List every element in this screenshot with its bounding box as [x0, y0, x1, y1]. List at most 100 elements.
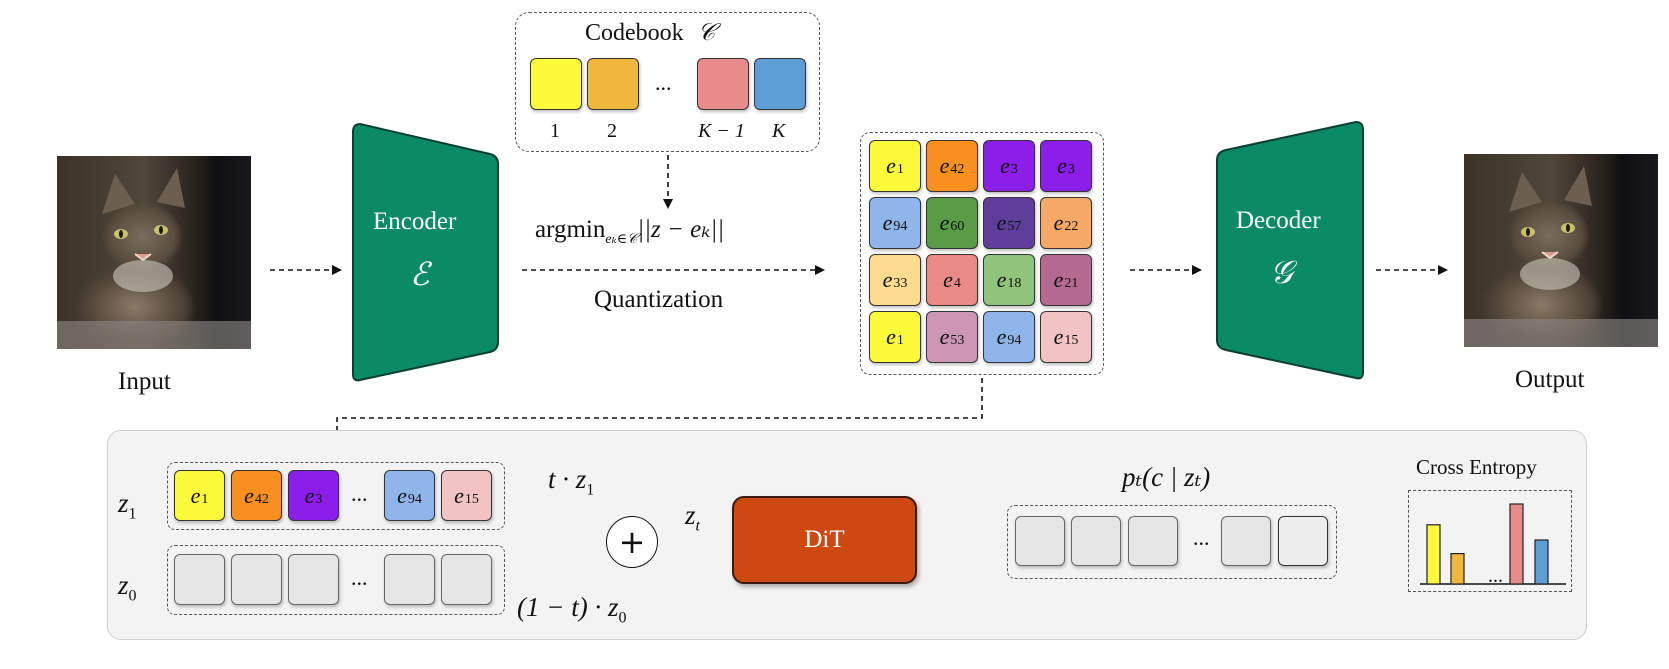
- codebook-index-1: 1: [550, 120, 560, 142]
- token-index: 1: [896, 333, 904, 348]
- ce-bar: [1450, 552, 1465, 585]
- token-index: 42: [950, 162, 965, 177]
- prob-token: [1221, 516, 1271, 566]
- input-image: [57, 156, 251, 349]
- token-index: 15: [1064, 333, 1079, 348]
- z0-sequence-panel: [167, 545, 505, 615]
- t-times-z1-label: t · z1: [548, 464, 594, 499]
- zt-letter: z: [685, 500, 696, 530]
- one-minus-t-times-z0-label: (1 − t) · z0: [517, 592, 626, 627]
- z1-ellipsis: ...: [351, 481, 368, 506]
- token-index: 60: [950, 219, 965, 234]
- plus-operator-icon: +: [606, 516, 658, 568]
- z0-token: [441, 554, 492, 605]
- token-index: 94: [1007, 333, 1022, 348]
- zt-subscript: t: [695, 517, 700, 535]
- token-symbol: e: [886, 153, 896, 178]
- z0-letter: z: [118, 570, 129, 600]
- token-symbol: e: [943, 267, 953, 292]
- codebook-symbol: 𝒞: [697, 20, 716, 46]
- z0-ellipsis: ...: [351, 565, 368, 590]
- quantized-grid-panel: [860, 132, 1104, 375]
- token-index: 57: [1007, 219, 1022, 234]
- quantization-formula: argmineₖ∈𝒞||z − eₖ||: [535, 214, 724, 248]
- token-index: 18: [1007, 276, 1022, 291]
- token-index: 15: [464, 491, 479, 507]
- token-symbol: e: [190, 482, 201, 508]
- cat-photo-reconstructed: [1464, 166, 1658, 347]
- token-index: 4: [953, 276, 961, 291]
- codebook-entry-1: [530, 58, 582, 110]
- token-symbol: e: [1053, 267, 1064, 292]
- token-index: 3: [315, 491, 323, 507]
- z0-token: [174, 554, 225, 605]
- argmin-norm: ||z − eₖ||: [637, 216, 725, 243]
- token-symbol: e: [244, 482, 254, 508]
- input-label: Input: [118, 368, 171, 395]
- z0-subscript: 0: [128, 587, 137, 605]
- prob-token: [1071, 516, 1121, 566]
- quantization-label: Quantization: [594, 286, 724, 313]
- token-index: 22: [1064, 219, 1079, 234]
- token-index: 21: [1064, 276, 1079, 291]
- dit-label: DiT: [804, 526, 845, 553]
- prob-token: [1015, 516, 1065, 566]
- z1-sequence-panel: [167, 462, 505, 530]
- token-index: 1: [201, 491, 209, 507]
- token-symbol: e: [886, 324, 896, 349]
- token-symbol: e: [996, 324, 1007, 349]
- decoder-symbol: 𝒢: [1270, 254, 1293, 290]
- plus-symbol: +: [618, 523, 646, 561]
- decoder-label: Decoder: [1236, 207, 1321, 234]
- codebook-title-text: Codebook: [585, 20, 684, 46]
- output-label: Output: [1515, 366, 1585, 393]
- token-symbol: e: [939, 153, 950, 178]
- ce-bar: [1426, 524, 1441, 585]
- z1-letter: z: [118, 488, 129, 518]
- argmin-subscript: eₖ∈𝒞: [605, 232, 638, 247]
- codebook-ellipsis: ...: [655, 70, 672, 95]
- token-index: 94: [407, 491, 422, 507]
- decoder-block: [1216, 120, 1364, 380]
- z0-label: z0: [118, 570, 137, 605]
- cross-entropy-panel: [1408, 490, 1572, 592]
- token-index: 3: [1067, 162, 1075, 177]
- zt-label: zt: [685, 500, 700, 535]
- ce-bar: [1509, 503, 1524, 585]
- codebook-title: Codebook 𝒞: [585, 20, 715, 47]
- token-symbol: e: [939, 324, 950, 349]
- token-symbol: e: [882, 210, 893, 235]
- ce-bar: [1534, 539, 1549, 585]
- prob-token-highlight: [1278, 516, 1328, 566]
- t-times-z1-subscript: 1: [586, 481, 595, 499]
- pt-label: pₜ(c | zₜ): [1122, 462, 1211, 492]
- token-symbol: e: [996, 267, 1007, 292]
- token-index: 33: [893, 276, 908, 291]
- ce-ellipsis: ...: [1488, 565, 1503, 587]
- codebook-index-k: K: [772, 120, 786, 142]
- dit-block: DiT: [732, 496, 917, 584]
- cross-entropy-label: Cross Entropy: [1416, 455, 1537, 479]
- token-index: 42: [254, 491, 269, 507]
- token-index: 94: [893, 219, 908, 234]
- encoder-symbol: ℰ: [410, 256, 430, 292]
- codebook-index-k-minus-1: K − 1: [698, 120, 745, 142]
- token-index: 3: [1010, 162, 1018, 177]
- token-symbol: e: [1057, 153, 1067, 178]
- codebook-panel: [515, 12, 820, 152]
- codebook-entry-k-minus-1: [697, 58, 749, 110]
